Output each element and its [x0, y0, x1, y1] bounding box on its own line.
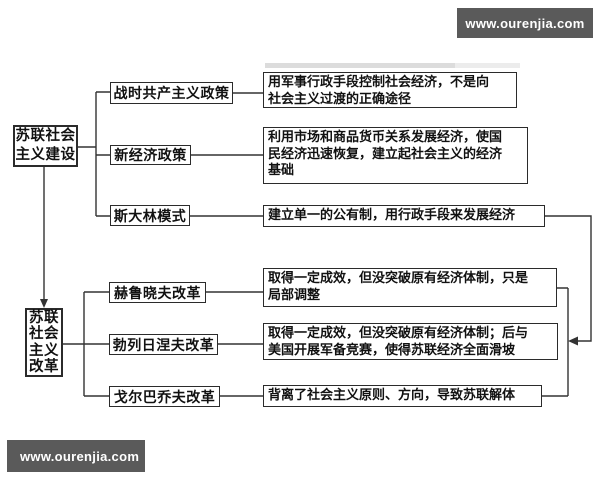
branch-label-khrushchev-reform: 赫鲁晓夫改革	[109, 282, 206, 303]
description-gorbachev-reform: 背离了社会主义原则、方向，导致苏联解体	[263, 385, 542, 407]
branch-label-gorbachev-reform: 戈尔巴乔夫改革	[109, 386, 220, 407]
watermark-site-url-bottom: www.ourenjia.com	[7, 440, 145, 472]
description-war-communism-policy: 用军事行政手段控制社会经济，不是向 社会主义过渡的正确途径	[263, 72, 517, 108]
description-stalin-model: 建立单一的公有制，用行政手段来发展经济	[263, 205, 545, 227]
gray-divider-bar	[265, 63, 455, 68]
root-node-soviet-reform: 苏联 社会 主义 改革	[25, 308, 63, 377]
root-node-soviet-construction: 苏联社会 主义建设	[13, 125, 78, 167]
watermark-site-url-top: www.ourenjia.com	[457, 8, 593, 38]
description-new-economic-policy: 利用市场和商品货币关系发展经济，使国 民经济迅速恢复，建立起社会主义的经济 基础	[263, 127, 528, 184]
arrowhead-left-icon	[568, 336, 578, 346]
gray-divider-bar	[455, 63, 520, 68]
description-brezhnev-reform: 取得一定成效，但没突破原有经济体制；后与 美国开展军备竞赛，使得苏联经济全面滑坡	[263, 323, 558, 360]
branch-label-brezhnev-reform: 勃列日涅夫改革	[109, 334, 218, 355]
branch-label-war-communism-policy: 战时共产主义政策	[110, 82, 233, 104]
arrowhead-down-icon	[40, 299, 48, 308]
branch-label-new-economic-policy: 新经济政策	[110, 145, 191, 165]
description-khrushchev-reform: 取得一定成效，但没突破原有经济体制，只是 局部调整	[263, 268, 557, 307]
branch-label-stalin-model: 斯大林模式	[110, 205, 190, 226]
